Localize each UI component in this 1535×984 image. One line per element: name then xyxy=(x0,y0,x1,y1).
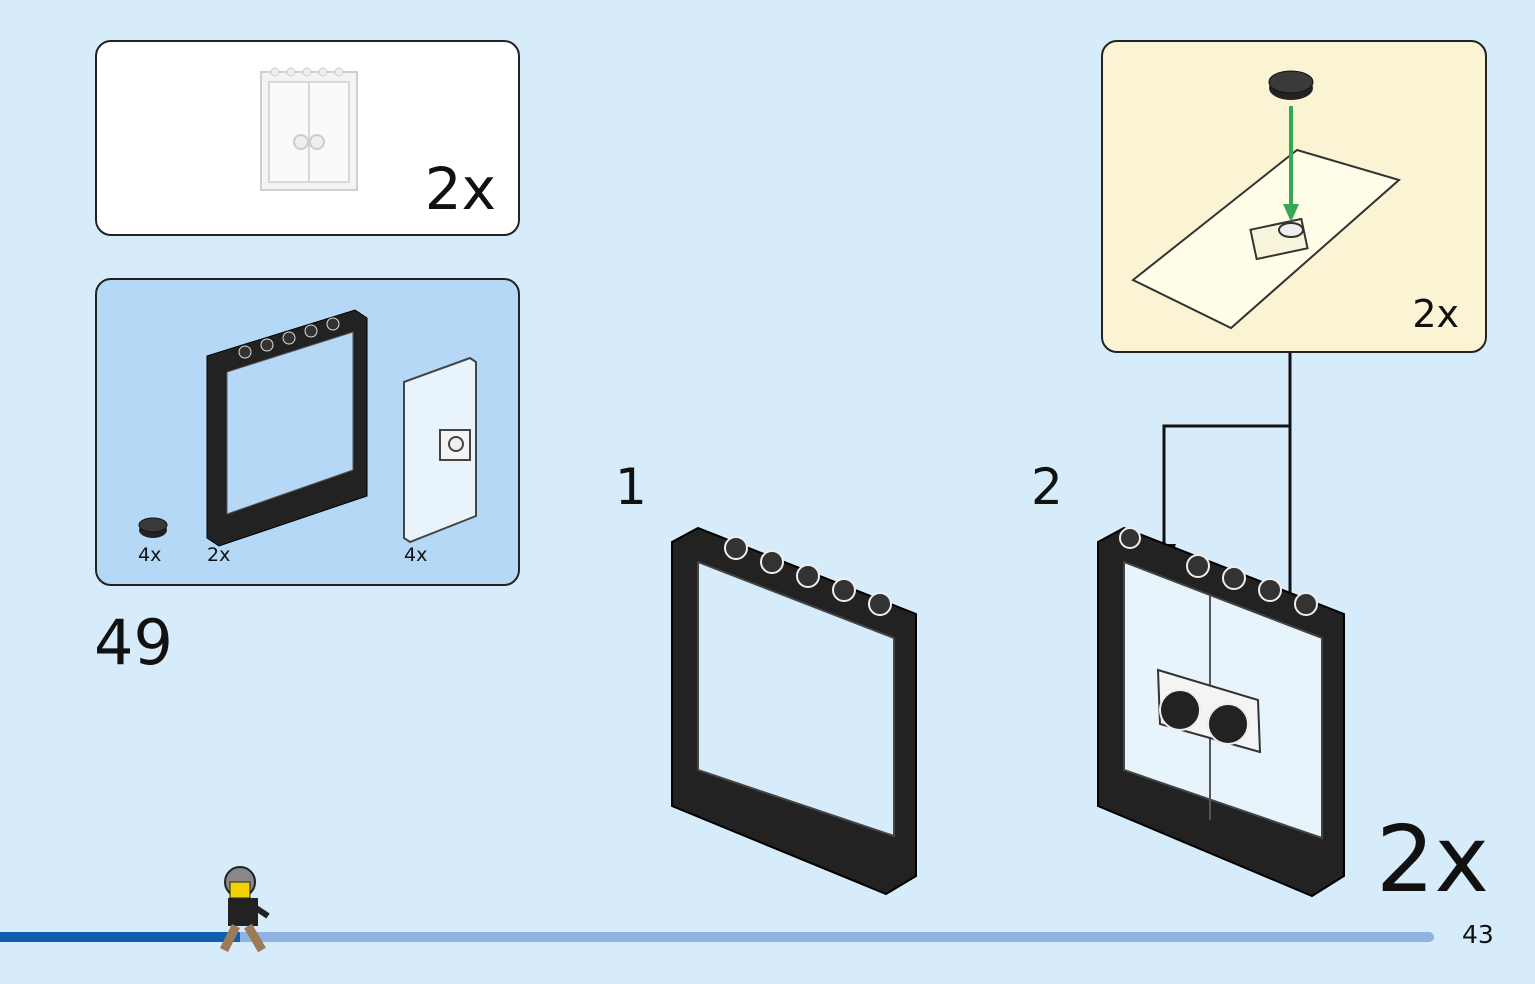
page-number: 43 xyxy=(1462,920,1494,949)
parts-list-box: 4x 2x 4x xyxy=(95,278,520,586)
result-count: 2x xyxy=(424,155,496,223)
progress-bar-remaining xyxy=(0,932,1434,942)
round-tile-icon xyxy=(138,517,168,538)
substep-2-number: 2 xyxy=(1031,458,1063,516)
step-number: 49 xyxy=(94,606,173,679)
frame-qty: 2x xyxy=(207,544,231,566)
build-count: 2x xyxy=(1376,806,1489,913)
substep-1-number: 1 xyxy=(615,458,647,516)
round-tile-qty: 4x xyxy=(138,544,162,566)
subassembly-box: 2x xyxy=(1101,40,1487,353)
progress-bar-done xyxy=(0,932,240,942)
minifigure-icon xyxy=(219,866,270,953)
frame-build-1-icon xyxy=(671,526,917,896)
door-panel-icon xyxy=(403,356,477,544)
door-panel-with-tile-icon xyxy=(1131,70,1402,330)
door-panel-qty: 4x xyxy=(404,544,428,566)
subassembly-count: 2x xyxy=(1412,292,1459,336)
door-assembly-icon xyxy=(1097,526,1345,898)
result-preview-box: 2x xyxy=(95,40,520,236)
frame-icon xyxy=(206,309,368,547)
door-assembly-preview-icon xyxy=(260,67,358,191)
